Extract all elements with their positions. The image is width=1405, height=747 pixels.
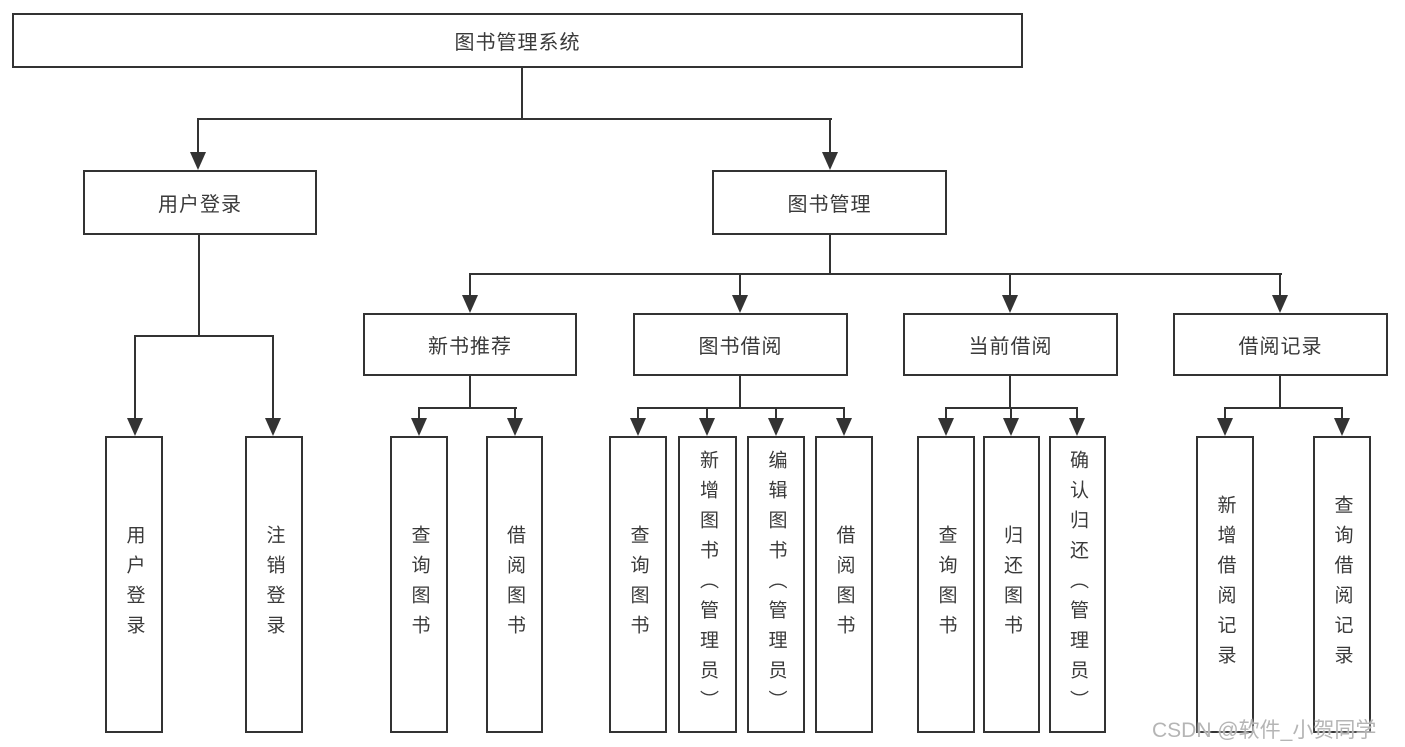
leaf-current-confirm-admin: 确认归还（管理员） [1049,436,1106,733]
node-current-borrow-label: 当前借阅 [968,336,1053,358]
arrowhead-cb-query [938,418,954,436]
arrowhead-bb-query [630,418,646,436]
arrowhead-newbook [462,295,478,313]
connector-root-bus [198,118,832,120]
leaf-record-query: 查询借阅记录 [1313,436,1371,733]
leaf-newbook-borrow: 借阅图书 [486,436,543,733]
connector-borrowrecords-trunk [1279,376,1281,409]
leaf-borrow-add-admin: 新增图书（管理员） [678,436,737,733]
node-user-login: 用户登录 [83,170,317,235]
connector-bookborrow-trunk [739,376,741,409]
connector-userlogin-trunk [198,234,200,335]
connector-to-bb-add [706,407,708,420]
connector-bookborrow-bus [637,407,844,409]
node-borrow-records-label: 借阅记录 [1238,336,1323,358]
node-library-system: 图书管理系统 [12,13,1023,68]
leaf-logout: 注销登录 [245,436,303,733]
connector-to-leaf-user-login [134,335,136,420]
leaf-current-query-label: 查询图书 [935,524,957,645]
connector-newbook-bus [418,407,517,409]
connector-to-nb-borrow [514,407,516,420]
connector-userlogin-bus [135,335,274,337]
connector-borrowrecords-bus [1224,407,1343,409]
leaf-user-login: 用户登录 [105,436,163,733]
arrowhead-book-mgmt [822,152,838,170]
leaf-current-confirm-admin-label: 确认归还（管理员） [1067,449,1088,720]
arrowhead-nb-query [411,418,427,436]
connector-to-br-add [1224,407,1226,420]
node-book-borrow-label: 图书借阅 [698,336,783,358]
arrowhead-bb-add [699,418,715,436]
arrowhead-currentborrow [1002,295,1018,313]
arrowhead-nb-borrow [507,418,523,436]
connector-to-currentborrow [1009,273,1011,297]
leaf-user-login-label: 用户登录 [123,524,145,645]
connector-to-user-login [197,118,199,154]
leaf-borrow-borrow-label: 借阅图书 [833,524,855,645]
leaf-current-return-label: 归还图书 [1001,524,1022,645]
arrowhead-cb-return [1003,418,1019,436]
connector-to-bb-borrow [843,407,845,420]
arrowhead-bookborrow [732,295,748,313]
connector-currentborrow-bus [946,407,1078,409]
leaf-borrow-edit-admin-label: 编辑图书（管理员） [765,449,787,720]
leaf-newbook-query-label: 查询图书 [408,524,430,645]
arrowhead-br-add [1217,418,1233,436]
leaf-newbook-query: 查询图书 [390,436,448,733]
connector-to-cb-confirm [1076,407,1078,420]
leaf-borrow-query: 查询图书 [609,436,667,733]
connector-to-nb-query [418,407,420,420]
connector-to-borrowrecords [1279,273,1281,297]
node-new-book-recommend: 新书推荐 [363,313,577,376]
arrowhead-cb-confirm [1069,418,1085,436]
connector-to-br-query [1341,407,1343,420]
leaf-borrow-borrow: 借阅图书 [815,436,873,733]
leaf-current-query: 查询图书 [917,436,975,733]
connector-to-leaf-logout [272,335,274,420]
connector-to-bookborrow [739,273,741,297]
node-current-borrow: 当前借阅 [903,313,1118,376]
node-new-book-recommend-label: 新书推荐 [428,336,512,358]
arrowhead-leaf-user-login [127,418,143,436]
arrowhead-bb-borrow [836,418,852,436]
leaf-borrow-query-label: 查询图书 [627,524,649,645]
connector-to-cb-query [945,407,947,420]
leaf-record-query-label: 查询借阅记录 [1331,494,1353,675]
node-book-borrow: 图书借阅 [633,313,848,376]
leaf-borrow-add-admin-label: 新增图书（管理员） [697,449,718,720]
leaf-current-return: 归还图书 [983,436,1040,733]
leaf-record-add-label: 新增借阅记录 [1214,494,1236,675]
connector-to-cb-return [1010,407,1012,420]
node-book-management-label: 图书管理 [787,194,872,216]
node-user-login-label: 用户登录 [158,194,242,216]
connector-to-bb-edit [775,407,777,420]
connector-bookmgmt-bus [470,273,1282,275]
leaf-record-add: 新增借阅记录 [1196,436,1254,733]
csdn-watermark: CSDN @软件_小贺同学 [1152,719,1377,742]
connector-to-newbook [469,273,471,297]
connector-to-bb-query [637,407,639,420]
leaf-logout-label: 注销登录 [263,524,285,645]
arrowhead-bb-edit [768,418,784,436]
connector-bookmgmt-trunk [829,234,831,275]
leaf-newbook-borrow-label: 借阅图书 [504,524,525,645]
node-borrow-records: 借阅记录 [1173,313,1388,376]
connector-currentborrow-trunk [1009,376,1011,409]
arrowhead-user-login [190,152,206,170]
arrowhead-leaf-logout [265,418,281,436]
leaf-borrow-edit-admin: 编辑图书（管理员） [747,436,805,733]
arrowhead-borrowrecords [1272,295,1288,313]
node-book-management: 图书管理 [712,170,947,235]
connector-to-book-mgmt [829,118,831,154]
arrowhead-br-query [1334,418,1350,436]
connector-root-trunk [521,68,523,118]
node-library-system-label: 图书管理系统 [454,32,581,54]
connector-newbook-trunk [469,376,471,409]
